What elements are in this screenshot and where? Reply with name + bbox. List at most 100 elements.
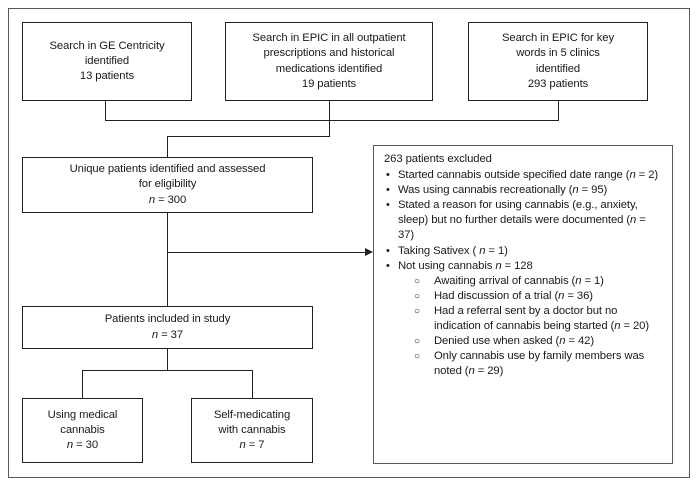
n-symbol: n bbox=[630, 214, 637, 227]
reason-text: = 37) bbox=[398, 214, 646, 242]
n-symbol: n bbox=[239, 439, 246, 452]
n-symbol: n bbox=[629, 169, 636, 182]
node-excluded-patients[interactable]: 263 patients excluded • Started cannabis … bbox=[373, 145, 673, 464]
node-line: Search in GE Centricity bbox=[49, 39, 165, 52]
n-symbol: n bbox=[614, 320, 621, 333]
node-line: 293 patients bbox=[527, 77, 589, 90]
n-value: = 37 bbox=[158, 328, 184, 341]
n-symbol: n bbox=[572, 184, 579, 197]
connector-outcome-split-bar bbox=[82, 370, 253, 371]
exclusion-reason-item: • Was using cannabis recreationally (n = … bbox=[384, 183, 664, 198]
n-symbol: n bbox=[559, 335, 566, 348]
node-line: Search in EPIC in all outpatient bbox=[252, 31, 406, 44]
exclusion-subreason-item: ○ Denied use when asked (n = 42) bbox=[414, 334, 664, 349]
node-line: prescriptions and historical bbox=[263, 47, 395, 60]
reason-text: = 20) bbox=[620, 320, 650, 333]
n-value: = 30 bbox=[73, 439, 99, 452]
node-line: Self-medicating bbox=[213, 408, 291, 421]
connector-merge-to-unique-jog bbox=[167, 136, 330, 137]
node-line: Unique patients identified and assessed bbox=[69, 163, 266, 176]
node-unique-patients[interactable]: Unique patients identified and assessed … bbox=[22, 157, 313, 213]
exclusion-reason-item: • Started cannabis outside specified date… bbox=[384, 168, 664, 183]
node-line: for eligibility bbox=[138, 178, 197, 191]
node-sample-size: n = 7 bbox=[240, 438, 265, 453]
reason-text: Stated a reason for using cannabis (e.g.… bbox=[398, 199, 638, 227]
n-value: = 7 bbox=[245, 439, 265, 452]
exclusion-subreason-text: Had discussion of a trial (n = 36) bbox=[434, 290, 593, 302]
node-line: Patients included in study bbox=[104, 313, 231, 326]
n-symbol: n bbox=[66, 439, 74, 452]
reason-text: = 36) bbox=[564, 289, 593, 302]
n-value: = 300 bbox=[155, 193, 187, 206]
reason-text: = 128 bbox=[501, 259, 533, 272]
node-line: Using medical bbox=[47, 408, 118, 421]
node-patients-included[interactable]: Patients included in study n = 37 bbox=[22, 306, 313, 349]
connector-merge-to-unique-drop bbox=[329, 120, 330, 136]
connector-merge-bar bbox=[105, 120, 559, 121]
exclusion-reason-item: • Taking Sativex ( n = 1) bbox=[384, 244, 664, 259]
diagram-outer-frame bbox=[8, 8, 690, 478]
reason-text: = 29) bbox=[474, 365, 504, 378]
node-source-epic-outpatient[interactable]: Search in EPIC in all outpatient prescri… bbox=[225, 22, 433, 101]
node-line: identified bbox=[535, 62, 581, 75]
bullet-icon: • bbox=[386, 199, 390, 212]
n-symbol: n bbox=[148, 193, 156, 206]
exclusion-subreason-item: ○ Had discussion of a trial (n = 36) bbox=[414, 289, 664, 304]
node-line: words in 5 clinics bbox=[516, 47, 600, 60]
exclusion-subreason-text: Awaiting arrival of cannabis (n = 1) bbox=[434, 275, 604, 287]
n-symbol: n bbox=[495, 259, 502, 272]
connector-outcome-right-drop bbox=[252, 370, 253, 398]
reason-text: = 95) bbox=[578, 184, 608, 197]
exclusion-subreason-text: Denied use when asked (n = 42) bbox=[434, 335, 594, 347]
sub-bullet-icon: ○ bbox=[414, 305, 420, 317]
exclusion-reason-text: Not using cannabis n = 128 bbox=[398, 260, 533, 272]
reason-text: Taking Sativex ( bbox=[398, 244, 480, 257]
reason-text: Had discussion of a trial ( bbox=[434, 289, 559, 302]
n-symbol: n bbox=[575, 274, 582, 287]
connector-unique-to-included bbox=[167, 213, 168, 306]
sub-bullet-icon: ○ bbox=[414, 290, 420, 302]
reason-text: = 1) bbox=[581, 274, 604, 287]
sub-bullet-icon: ○ bbox=[414, 275, 420, 287]
node-source-ge-centricity[interactable]: Search in GE Centricity identified 13 pa… bbox=[22, 22, 192, 101]
connector-exclusion-arrow-line bbox=[167, 252, 365, 253]
node-sample-size: n = 30 bbox=[67, 438, 98, 453]
connector-unique-entry bbox=[167, 136, 168, 158]
n-symbol: n bbox=[479, 244, 486, 257]
node-using-medical-cannabis[interactable]: Using medical cannabis n = 30 bbox=[22, 398, 143, 463]
bullet-icon: • bbox=[386, 244, 390, 257]
bullet-icon: • bbox=[386, 259, 390, 272]
n-symbol: n bbox=[468, 365, 475, 378]
exclusion-subreason-item: ○Only cannabis use by family members was… bbox=[414, 349, 664, 379]
bullet-icon: • bbox=[386, 169, 390, 182]
exclusion-reason-item: • Not using cannabis n = 128 ○ Awaiting arr… bbox=[384, 259, 664, 380]
exclusion-subreason-list: ○ Awaiting arrival of cannabis (n = 1) ○ Ha… bbox=[398, 274, 664, 380]
reason-text: Had a referral sent by a doctor but no i… bbox=[434, 304, 618, 333]
node-source-epic-keywords[interactable]: Search in EPIC for key words in 5 clinic… bbox=[468, 22, 648, 101]
node-line: identified bbox=[84, 54, 130, 67]
exclusion-subreason-text: Only cannabis use by family members was … bbox=[434, 350, 644, 377]
node-self-medicating[interactable]: Self-medicating with cannabis n = 7 bbox=[191, 398, 313, 463]
exclusion-headline: 263 patients excluded bbox=[384, 153, 492, 165]
reason-text: Not using cannabis bbox=[398, 259, 496, 272]
reason-text: = 1) bbox=[485, 244, 508, 257]
reason-text: = 42) bbox=[565, 335, 594, 348]
exclusion-reason-text: Stated a reason for using cannabis (e.g.… bbox=[398, 199, 646, 241]
bullet-icon: • bbox=[386, 184, 390, 197]
exclusion-reason-text: Was using cannabis recreationally (n = 9… bbox=[398, 184, 607, 196]
exclusion-reason-text: Started cannabis outside specified date … bbox=[398, 169, 658, 181]
reason-text: = 2) bbox=[635, 169, 659, 182]
node-line: 13 patients bbox=[79, 70, 135, 83]
connector-included-drop bbox=[167, 348, 168, 370]
connector-epic-outpatient-drop bbox=[329, 101, 330, 136]
node-line: cannabis bbox=[60, 423, 105, 436]
node-line: medications identified bbox=[275, 62, 383, 75]
connector-epic-keywords-drop bbox=[558, 101, 559, 121]
n-symbol: n bbox=[151, 328, 159, 341]
node-sample-size: n = 300 bbox=[149, 193, 186, 208]
exclusion-reason-text: Taking Sativex ( n = 1) bbox=[398, 245, 508, 257]
sub-bullet-icon: ○ bbox=[414, 336, 420, 348]
connector-ge-drop bbox=[105, 101, 106, 121]
exclusion-reason-list: • Started cannabis outside specified date… bbox=[382, 168, 664, 379]
